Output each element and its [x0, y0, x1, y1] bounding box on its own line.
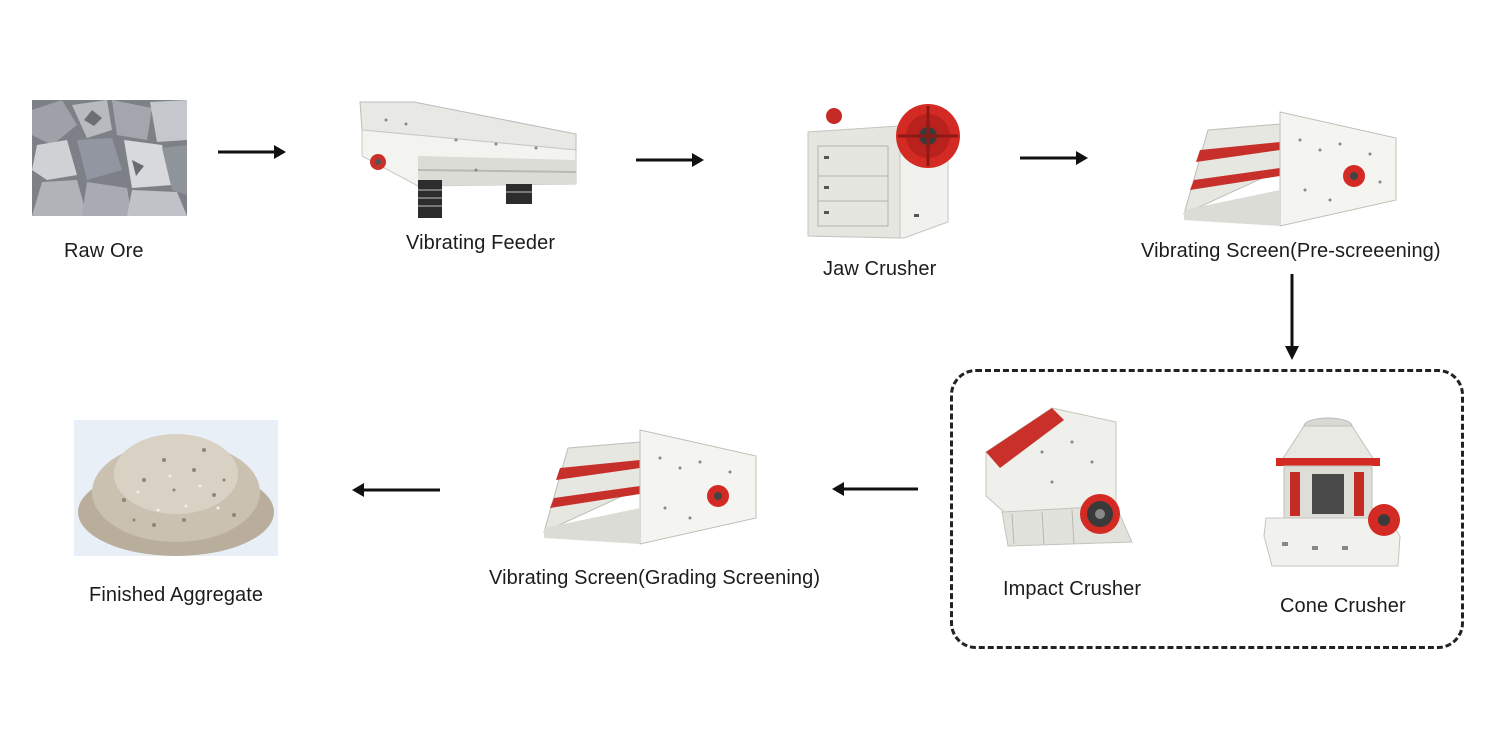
arrow-right-icon — [1020, 151, 1088, 165]
grading-screen-image — [543, 429, 757, 545]
vibrating-feeder-image — [359, 101, 577, 218]
grading-screen-label: Vibrating Screen(Grading Screening) — [489, 567, 821, 589]
arrow-down-icon — [1285, 274, 1299, 360]
dashed-group-box — [950, 369, 1464, 649]
impact-crusher-label: Impact Crusher — [1003, 578, 1142, 600]
raw-ore-label: Raw Ore — [64, 240, 144, 262]
arrow-left-icon — [832, 482, 918, 496]
arrow-right-icon — [218, 145, 286, 159]
cone-crusher-image — [1263, 417, 1401, 567]
jaw-crusher-label: Jaw Crusher — [823, 258, 937, 280]
raw-ore-image — [32, 100, 187, 216]
vibrating-feeder-label: Vibrating Feeder — [406, 232, 556, 254]
arrow-right-icon — [636, 153, 704, 167]
impact-crusher-image — [985, 407, 1133, 547]
finished-aggregate-label: Finished Aggregate — [89, 584, 264, 606]
finished-aggregate-image — [74, 420, 278, 556]
arrow-left-icon — [352, 483, 440, 497]
jaw-crusher-image — [807, 104, 960, 239]
cone-crusher-label: Cone Crusher — [1280, 595, 1406, 617]
pre-screen-label: Vibrating Screen(Pre-screeening) — [1141, 240, 1441, 262]
pre-screen-image — [1183, 111, 1397, 227]
